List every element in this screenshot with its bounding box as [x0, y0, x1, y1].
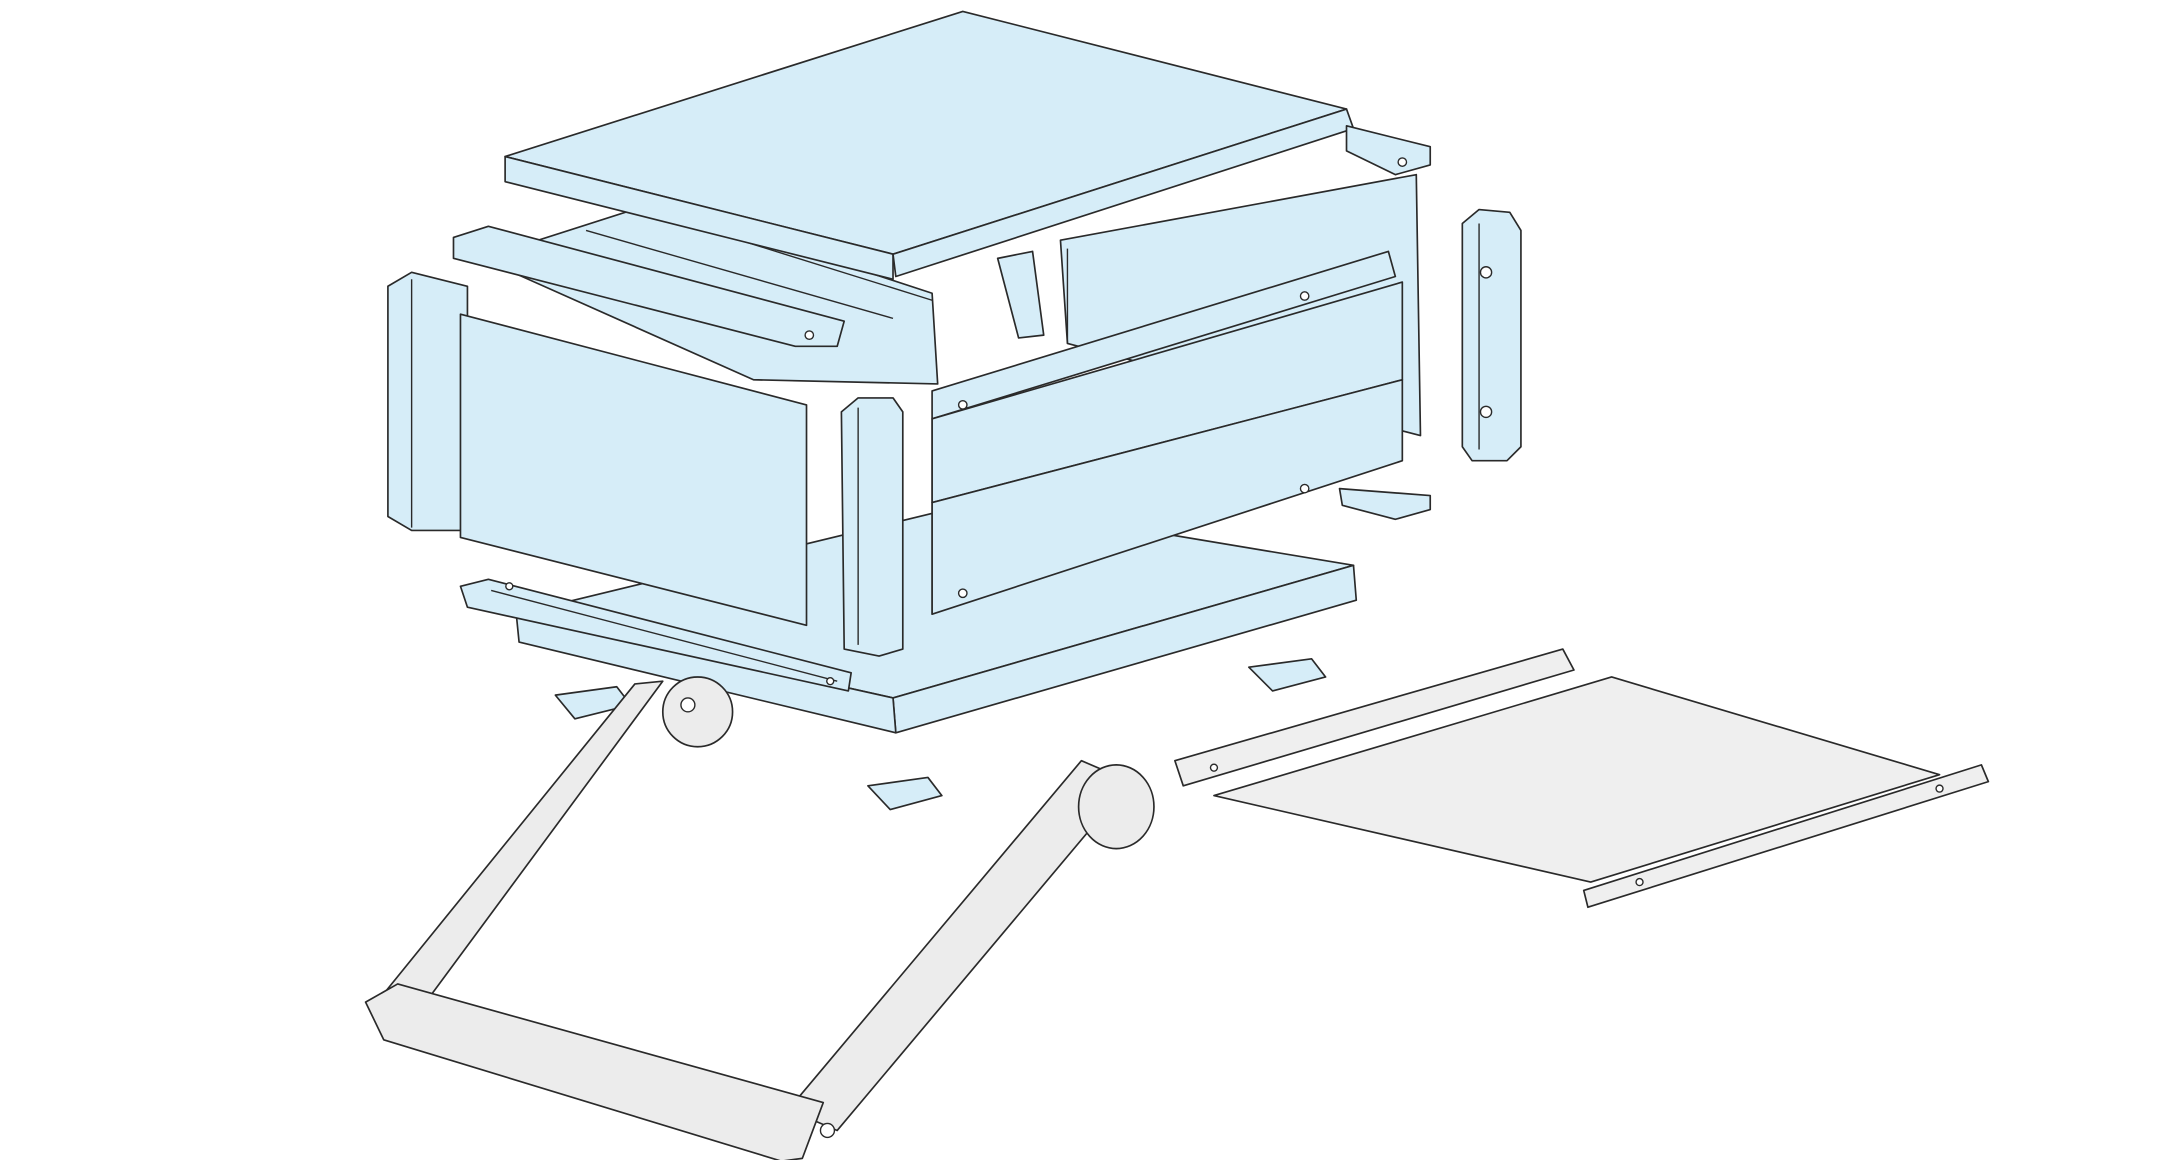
left-front-bezel	[387, 271, 469, 532]
top-side-rail	[1345, 124, 1432, 176]
front-panel	[459, 313, 808, 627]
top-front-rail	[452, 225, 846, 348]
bottom-front-rail	[459, 578, 853, 692]
slide-tray	[1174, 648, 1990, 909]
right-side-panel	[931, 250, 1404, 616]
foot-center	[867, 776, 943, 811]
right-end-bezel	[1461, 208, 1522, 462]
front-post	[840, 397, 904, 657]
center-clip	[996, 250, 1045, 339]
foot-right	[1248, 658, 1327, 692]
bottom-side-rail	[1338, 487, 1432, 521]
carry-handle	[364, 676, 1155, 1162]
